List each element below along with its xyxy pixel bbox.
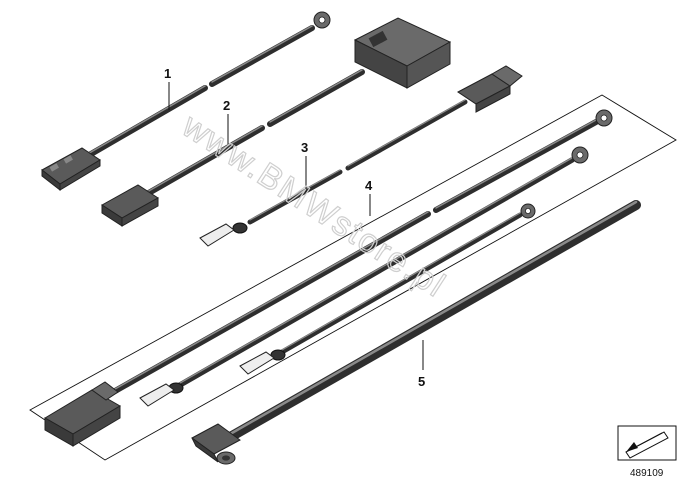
cable-3-terminal xyxy=(199,222,248,247)
cable-4c xyxy=(239,203,536,375)
cable-1-connector xyxy=(41,147,101,192)
cable-4b xyxy=(139,146,589,407)
cable-4a xyxy=(44,109,613,447)
callout-2: 2 xyxy=(223,98,230,113)
callout-1: 1 xyxy=(164,66,171,81)
cable-4a-connector xyxy=(44,381,121,447)
cable-2 xyxy=(101,17,452,227)
callout-4: 4 xyxy=(365,178,373,193)
callout-3: 3 xyxy=(301,140,308,155)
callout-5: 5 xyxy=(418,374,425,389)
leader-lines xyxy=(168,82,424,370)
cable-3 xyxy=(199,65,523,247)
group-4-frame xyxy=(29,94,677,461)
cable-3-plug xyxy=(457,65,523,113)
cable-5-angled-connector xyxy=(191,423,241,465)
diagram-stamp: 489109 xyxy=(617,425,677,479)
arrow-stamp-icon xyxy=(625,431,669,459)
diagram-number: 489109 xyxy=(630,468,664,479)
cable-2-connector xyxy=(101,184,159,227)
cable-1 xyxy=(41,11,331,192)
cable-2-box-connector xyxy=(353,17,452,89)
cable-5 xyxy=(191,200,641,465)
